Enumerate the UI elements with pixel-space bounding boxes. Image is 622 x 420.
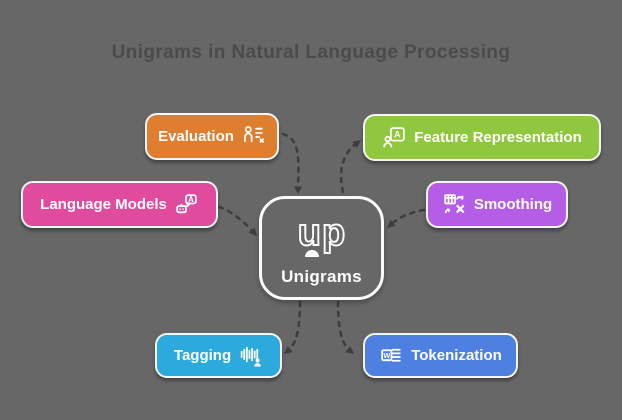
diagram-title: Unigrams in Natural Language Processing: [111, 42, 511, 63]
svg-text:W: W: [384, 351, 391, 360]
connector-center-feature: [339, 141, 359, 194]
svg-text:up: up: [297, 212, 345, 254]
connector-center-tokenization: [336, 300, 352, 353]
word-document-icon: W: [379, 343, 404, 368]
center-node-unigrams: up Unigrams: [259, 196, 384, 300]
svg-text:A: A: [394, 130, 401, 140]
svg-text:A: A: [188, 195, 194, 204]
person-checklist-icon: [241, 124, 266, 149]
arrowhead: [294, 186, 302, 194]
connector-center-tagging: [286, 300, 302, 353]
arrowhead: [248, 227, 257, 236]
connector-evaluation-center: [281, 132, 300, 190]
connector-language-center: [217, 205, 256, 235]
connector-smoothing-center: [388, 208, 426, 227]
node-feature-representation-label: Feature Representation: [414, 129, 582, 146]
node-smoothing-label: Smoothing: [473, 196, 553, 213]
node-evaluation: Evaluation: [145, 113, 279, 160]
arrowhead: [345, 345, 354, 354]
node-feature-representation: A Feature Representation: [363, 114, 601, 161]
arrowhead: [352, 140, 361, 148]
node-evaluation-label: Evaluation: [158, 128, 234, 145]
waveform-person-icon: [238, 343, 263, 368]
node-tokenization-label: Tokenization: [411, 347, 502, 364]
node-tokenization: W Tokenization: [363, 333, 518, 378]
unigrams-up-logo: up: [296, 211, 346, 257]
arrowhead: [284, 345, 293, 354]
node-tagging-label: Tagging: [173, 347, 232, 364]
letter-frame-robot-icon: A: [382, 125, 407, 150]
node-smoothing: Smoothing: [426, 181, 568, 228]
arrowhead: [387, 219, 396, 228]
center-node-label: Unigrams: [281, 267, 362, 286]
robot-speech-bubble-icon: A: [174, 192, 199, 217]
node-language-models: Language Models A: [21, 181, 218, 228]
node-language-models-label: Language Models: [40, 196, 167, 213]
table-transform-icon: [442, 192, 467, 217]
node-tagging: Tagging: [155, 333, 282, 378]
